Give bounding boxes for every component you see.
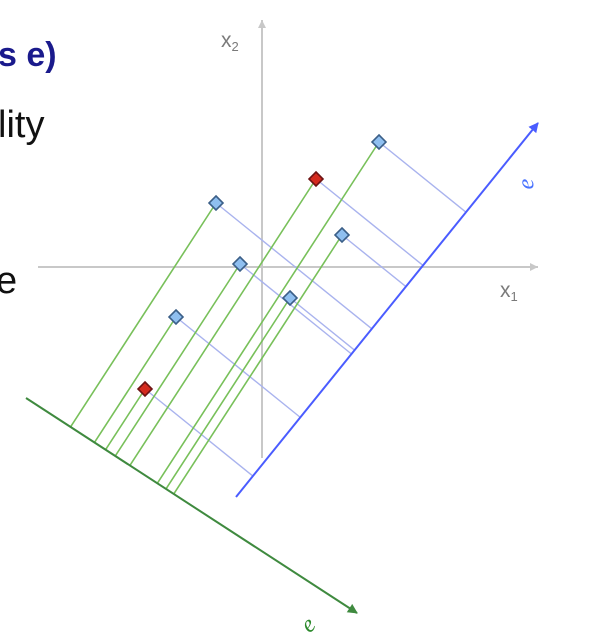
x2-subscript: 2 (231, 39, 239, 54)
x1-subscript: 1 (510, 289, 518, 304)
green-projection-line (104, 388, 146, 451)
blue-projection-line (175, 316, 301, 418)
x2-base: x (221, 29, 232, 52)
green-projection-line (165, 297, 291, 490)
blue-data-point (167, 308, 185, 326)
green-projection-line (69, 202, 217, 428)
blue-data-point (333, 226, 351, 244)
green-projection-lines (69, 141, 380, 495)
blue-data-point (231, 255, 249, 273)
x1-base: x (500, 279, 511, 302)
axes (38, 20, 538, 458)
blue-projection-line (378, 141, 467, 213)
blue-projection-line (144, 388, 254, 477)
red-data-point (136, 380, 154, 398)
blue-projection-line (215, 202, 373, 330)
slide-text-line-2: lity (0, 104, 45, 146)
blue-projection-line (289, 297, 356, 351)
blue-projection-lines (144, 141, 467, 477)
green-projection-line (156, 141, 380, 484)
green-projection-line (114, 263, 241, 457)
blue-direction-line (235, 122, 539, 498)
green-projection-line (93, 316, 177, 443)
blue-data-point (370, 133, 388, 151)
blue-data-point (207, 194, 225, 212)
x1-axis-label: x1 (500, 280, 518, 303)
blue-direction-label: e (513, 178, 540, 190)
blue-projection-line (239, 263, 352, 355)
x2-axis-label: x2 (221, 30, 239, 53)
green-direction-line (25, 397, 358, 614)
green-projection-line (129, 178, 317, 466)
slide-text-line-3: e (0, 260, 18, 302)
blue-data-point (281, 289, 299, 307)
red-data-point (307, 170, 325, 188)
green-projection-line (173, 234, 343, 495)
data-points (136, 133, 388, 398)
blue-projection-line (341, 234, 407, 288)
blue-projection-line (315, 178, 424, 266)
slide-text-line-1: s e) (0, 36, 57, 74)
